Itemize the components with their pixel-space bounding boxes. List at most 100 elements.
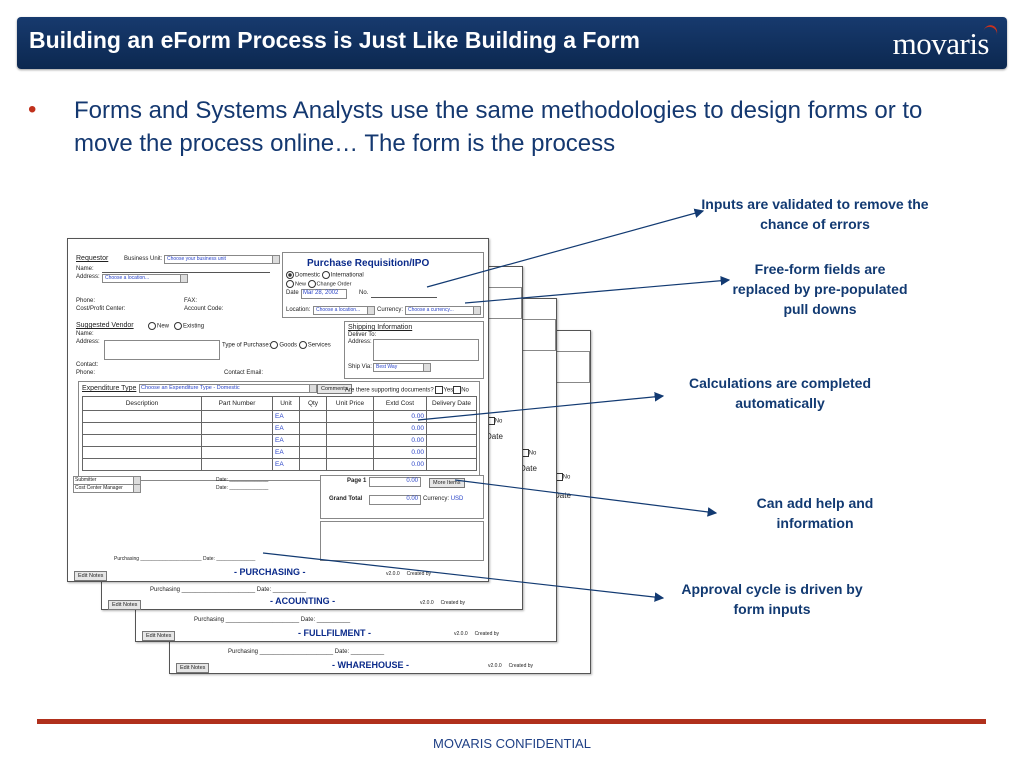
version-label: v2.0.0 Created by: [454, 631, 500, 637]
shipping-panel: Shipping Information Deliver To: Address…: [344, 321, 484, 379]
cost-center-label: Cost/Profit Center:: [76, 306, 126, 312]
callout-validated: Inputs are validated to remove the chanc…: [701, 196, 929, 232]
form-date-label: Date: [486, 432, 503, 441]
currency-select[interactable]: Choose a currency...: [405, 306, 481, 315]
shipping-info-label: Shipping Information: [348, 324, 413, 331]
name-label: Name:: [76, 266, 94, 272]
arrow-freeform: [464, 275, 731, 304]
totals-panel: Page 1 0.00 More Items Grand Total 0.00 …: [320, 475, 484, 519]
manager-date: Date: ______________: [216, 485, 269, 491]
suggested-vendor-label: Suggested Vendor: [76, 322, 134, 329]
department-label: - ACOUNTING -: [270, 596, 336, 606]
arrow-calculations: [417, 392, 665, 421]
date-label: Date: [286, 290, 299, 296]
line-items-panel: Expenditure Type Choose an Expenditure T…: [78, 381, 480, 481]
department-label: - WHAREHOUSE -: [332, 660, 409, 670]
version-label: v2.0.0 Created by: [420, 600, 466, 606]
vendor-type-radio[interactable]: New Existing: [148, 322, 204, 330]
edit-notes-button[interactable]: Edit Notes: [176, 663, 210, 673]
account-code-label: Account Code:: [184, 306, 224, 312]
vendor-address-label: Address:: [76, 339, 100, 345]
submitter-date: Date: ______________: [216, 477, 269, 483]
version-label: v2.0.0 Created by: [386, 571, 432, 577]
comments-button[interactable]: Comments: [317, 384, 352, 394]
vendor-phone-label: Phone:: [76, 370, 96, 376]
type-of-purchase[interactable]: Type of Purchase:Goods Services: [222, 341, 331, 349]
edit-notes-button[interactable]: Edit Notes: [108, 600, 142, 610]
phone-label: Phone:: [76, 298, 96, 304]
contact-email-label: Contact Email:: [224, 370, 264, 376]
line-items-table: Description Part Number Unit Qty Unit Pr…: [82, 396, 477, 471]
arrow-help: [454, 479, 718, 517]
movaris-logo: movaris: [892, 26, 990, 61]
form-date-label: Date: [520, 464, 537, 473]
grand-total-field: 0.00: [369, 495, 421, 505]
business-unit-select[interactable]: Choose your business unit: [164, 255, 280, 264]
vendor-address-field[interactable]: [104, 340, 220, 360]
form-title: Purchase Requisition/IPO: [307, 258, 430, 269]
edit-notes-button[interactable]: Edit Notes: [142, 631, 176, 641]
edit-notes-button[interactable]: Edit Notes: [74, 571, 108, 581]
contact-label: Contact:: [76, 362, 99, 368]
ship-address-field[interactable]: [373, 339, 479, 361]
purchasing-line: Purchasing ______________________ Date: …: [114, 556, 256, 562]
new-radio[interactable]: New Change Order: [286, 280, 351, 288]
business-unit-label: Business Unit:: [124, 256, 163, 262]
footer-divider: [37, 719, 986, 724]
requisition-panel: Purchase Requisition/IPO Domestic Intern…: [282, 252, 484, 318]
callout-help: Can add help and information: [756, 495, 874, 531]
grand-total-currency: Currency: USD: [423, 496, 464, 502]
more-items-button[interactable]: More Items: [429, 478, 465, 488]
page-total-field: 0.00: [369, 477, 421, 487]
department-label: - FULLFILMENT -: [298, 628, 371, 638]
bullet-text: Forms and Systems Analysts use the same …: [74, 97, 923, 157]
requestor-panel: Requestor Business Unit: Choose your bus…: [72, 251, 280, 315]
bullet-icon: •: [28, 96, 37, 123]
no-label: No.: [359, 290, 369, 296]
ship-address-label: Address:: [348, 339, 372, 345]
grand-total-label: Grand Total: [329, 496, 363, 502]
domestic-radio[interactable]: Domestic International: [286, 271, 364, 279]
deliver-to-label: Deliver To:: [348, 332, 377, 338]
form-date-label: Date: [554, 491, 571, 500]
form-purchasing-line: Purchasing ______________________ Date: …: [228, 649, 385, 655]
no-field[interactable]: [371, 297, 437, 298]
page-label: Page 1: [347, 478, 367, 484]
name-field[interactable]: [102, 272, 270, 273]
form-purchasing: Requestor Business Unit: Choose your bus…: [67, 238, 489, 582]
form-purchasing-line: Purchasing ______________________ Date: …: [150, 587, 307, 593]
department-label: - PURCHASING -: [234, 567, 306, 577]
ship-via-select[interactable]: Best Way: [373, 363, 431, 372]
page-title: Building an eForm Process is Just Like B…: [29, 27, 640, 53]
location-label: Location:: [286, 307, 311, 313]
address-label: Address:: [76, 274, 100, 280]
currency-label: Currency:: [377, 307, 404, 313]
cost-center-manager-select[interactable]: Cost Center Manager: [73, 484, 141, 493]
form-purchasing-line: Purchasing ______________________ Date: …: [194, 617, 351, 623]
title-bar: Building an eForm Process is Just Like B…: [17, 17, 1007, 69]
arrow-validated: [426, 208, 705, 288]
arrow-approval: [262, 552, 665, 602]
notes-panel: [320, 521, 484, 561]
callout-approval: Approval cycle is driven by form inputs: [681, 581, 863, 617]
vendor-name-label: Name:: [76, 331, 94, 337]
date-field[interactable]: Mar 28, 2002: [301, 289, 347, 299]
version-label: v2.0.0 Created by: [488, 663, 534, 669]
callout-freeform: Free-form fields are replaced by pre-pop…: [732, 261, 908, 317]
expenditure-type-label: Expenditure Type: [82, 385, 137, 392]
location-select[interactable]: Choose a location...: [102, 274, 188, 283]
requestor-label: Requestor: [76, 255, 109, 262]
ship-via-label: Ship Via:: [348, 364, 372, 370]
footer-confidential: MOVARIS CONFIDENTIAL: [433, 736, 591, 751]
expenditure-select[interactable]: Choose an Expenditure Type - Domestic: [139, 384, 317, 393]
fax-label: FAX:: [184, 298, 198, 304]
vendor-panel: Suggested Vendor New Existing Name: Addr…: [72, 319, 342, 379]
location-dropdown[interactable]: Choose a location...: [313, 306, 375, 315]
callout-calculations: Calculations are completed automatically: [688, 375, 872, 411]
